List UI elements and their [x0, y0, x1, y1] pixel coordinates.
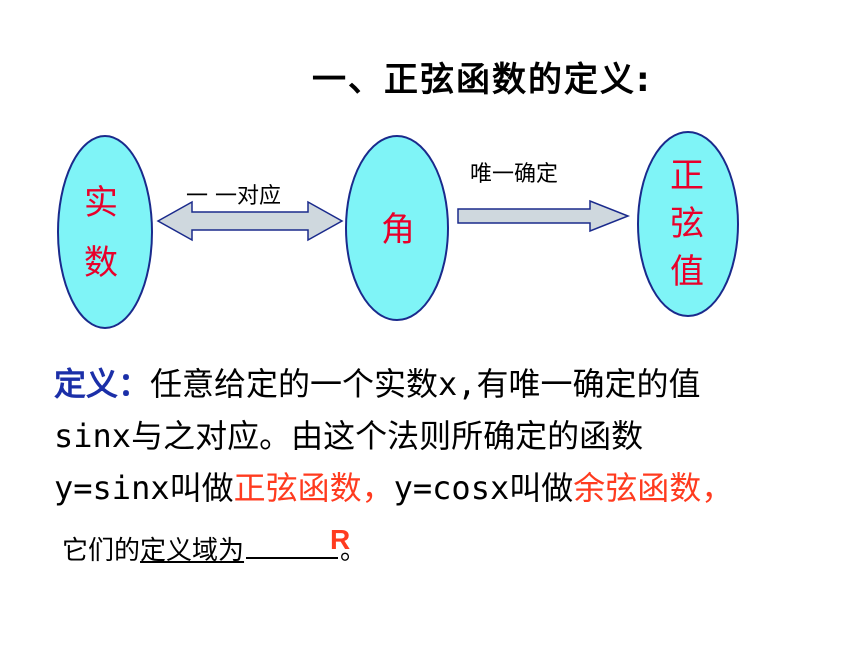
definition-line-3c: y=cosx叫做 — [393, 469, 574, 507]
oval-sine-value — [637, 131, 739, 317]
answer-blank — [246, 531, 339, 559]
node-real-char-1: 实 — [84, 183, 118, 223]
definition-paragraph: 定义：任意给定的一个实数x,有唯一确定的值 sinx与之对应。由这个法则所确定的… — [54, 358, 844, 514]
cosine-function-term: 余弦函数， — [573, 469, 734, 507]
definition-line-2: sinx与之对应。由这个法则所确定的函数 — [54, 417, 644, 455]
definition-keyword: 定义： — [54, 365, 151, 403]
node-sine-char-1: 正 — [670, 156, 704, 196]
node-angle-label: 角 — [381, 210, 415, 250]
domain-suffix: 。 — [340, 536, 367, 566]
node-sine-char-3: 值 — [670, 252, 704, 292]
node-real-char-2: 数 — [84, 243, 118, 283]
domain-underlined-text: 定义域为 — [140, 536, 245, 566]
double-arrow — [156, 200, 344, 242]
domain-answer: R — [330, 524, 351, 555]
edge-label-bijection: 一 一对应 — [186, 184, 281, 209]
domain-sentence: 它们的定义域为 。 — [62, 530, 366, 567]
definition-line-3a: y=sinx叫做 — [54, 469, 234, 507]
domain-prefix: 它们的 — [62, 536, 141, 566]
edge-label-unique: 唯一确定 — [470, 162, 559, 187]
page-title: 一、正弦函数的定义: — [312, 60, 652, 100]
node-sine-char-2: 弦 — [670, 204, 704, 244]
definition-line-1: 任意给定的一个实数x,有唯一确定的值 — [150, 365, 701, 403]
right-arrow — [457, 199, 631, 233]
oval-real-numbers — [57, 135, 153, 329]
sine-function-term: 正弦函数， — [233, 469, 394, 507]
oval-angle — [345, 135, 449, 321]
